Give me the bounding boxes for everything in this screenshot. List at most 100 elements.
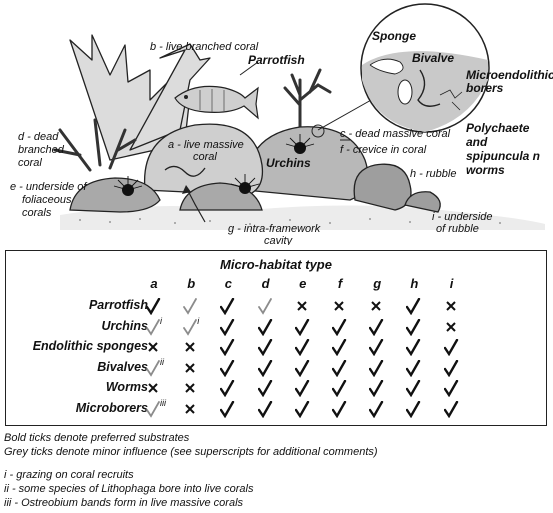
table-cell xyxy=(288,318,318,338)
label-poly4: worms xyxy=(466,163,505,177)
bold-tick-icon xyxy=(220,339,235,357)
bold-tick-icon xyxy=(443,401,458,418)
bold-tick-icon xyxy=(369,318,384,336)
row-label: Worms xyxy=(105,380,148,395)
bold-tick-icon xyxy=(257,359,272,377)
table-cell xyxy=(437,318,467,338)
cross-icon xyxy=(445,301,456,311)
urchin-icons xyxy=(113,134,315,196)
note-grey: Grey ticks denote minor influence (see s… xyxy=(4,446,378,458)
table-cell xyxy=(176,338,206,358)
table-cell xyxy=(362,359,392,379)
bold-tick-icon xyxy=(406,339,421,357)
table-cell xyxy=(213,338,243,358)
bold-tick-icon xyxy=(294,380,309,398)
label-h: h - rubble xyxy=(410,168,456,180)
table-cell xyxy=(437,379,467,399)
bold-tick-icon xyxy=(369,359,384,377)
bold-tick-icon xyxy=(294,339,309,357)
table-cell xyxy=(213,379,243,399)
label-poly2: and xyxy=(466,135,488,149)
cross-icon xyxy=(334,301,344,311)
bold-tick-icon xyxy=(146,298,161,315)
table-cell xyxy=(325,318,355,338)
table-cell xyxy=(399,359,429,379)
label-g2: cavity xyxy=(264,235,294,245)
bold-tick-icon xyxy=(369,380,384,398)
sand-substrate xyxy=(60,205,545,230)
table-cell xyxy=(251,318,281,338)
table-cell xyxy=(437,359,467,379)
bold-tick-icon xyxy=(294,318,309,336)
table-cell xyxy=(139,297,169,317)
bold-tick-icon xyxy=(257,318,272,336)
bold-tick-icon xyxy=(369,401,384,418)
note-ii: ii - some species of Lithophaga bore int… xyxy=(4,483,254,495)
superscript-note: iii xyxy=(160,398,166,408)
table-cell xyxy=(325,379,355,399)
cross-icon xyxy=(185,383,195,394)
bold-tick-icon xyxy=(294,359,309,377)
table-cell xyxy=(325,400,355,420)
label-a2: coral xyxy=(193,151,217,163)
table-cell xyxy=(288,297,318,317)
magnified-inset xyxy=(360,3,490,133)
table-cell xyxy=(176,359,206,379)
label-d3: coral xyxy=(18,157,42,169)
superscript-note: i xyxy=(197,315,200,326)
table-cell xyxy=(288,400,318,420)
table-cell xyxy=(362,318,392,338)
bold-tick-icon xyxy=(220,298,235,315)
table-cell xyxy=(399,338,429,358)
table-cell xyxy=(437,400,467,420)
table-cell xyxy=(399,379,429,399)
bold-tick-icon xyxy=(443,359,458,377)
cross-icon xyxy=(148,342,158,352)
table-cell xyxy=(139,338,169,358)
cross-icon xyxy=(371,301,381,311)
note-bold: Bold ticks denote preferred substrates xyxy=(4,432,190,444)
bold-tick-icon xyxy=(257,380,272,398)
label-a1: a - live massive xyxy=(168,139,244,151)
note-i: i - grazing on coral recruits xyxy=(4,469,134,481)
grey-tick-icon xyxy=(257,298,272,315)
table-cell xyxy=(362,297,392,317)
cross-icon xyxy=(148,383,158,394)
table-cell xyxy=(176,379,206,399)
column-header-h: h xyxy=(410,276,419,291)
table-cell xyxy=(399,400,429,420)
label-e1: e - underside of xyxy=(10,181,87,193)
table-cell xyxy=(213,318,243,338)
label-micro1: Microendolithic xyxy=(466,68,553,82)
cross-icon xyxy=(445,321,456,332)
row-label: Urchins xyxy=(101,318,148,333)
table-cell xyxy=(139,379,169,399)
bold-tick-icon xyxy=(220,401,235,418)
label-g1: g - intra-framework xyxy=(228,223,321,235)
table-cell: ii xyxy=(139,357,169,379)
bold-tick-icon xyxy=(369,339,384,357)
column-header-f: f xyxy=(337,276,343,291)
bold-tick-icon xyxy=(332,380,347,398)
label-parrotfish: Parrotfish xyxy=(248,53,305,67)
bold-tick-icon xyxy=(257,339,272,357)
table-cell xyxy=(362,379,392,399)
label-i2: of rubble xyxy=(436,223,479,235)
column-header-c: c xyxy=(224,276,232,291)
label-e3: corals xyxy=(22,207,52,219)
cross-icon xyxy=(185,363,195,373)
bold-tick-icon xyxy=(406,380,421,398)
dead-branched-coral xyxy=(53,118,137,172)
table-cell xyxy=(251,359,281,379)
rubble xyxy=(353,163,412,211)
row-label: Endolithic sponges xyxy=(32,339,148,354)
bold-tick-icon xyxy=(332,318,347,336)
bold-tick-icon xyxy=(332,359,347,377)
column-header-e: e xyxy=(299,276,307,291)
table-cell: i xyxy=(176,315,206,338)
note-iii: iii - Ostreobium bands form in live mass… xyxy=(4,497,244,509)
label-d1: d - dead xyxy=(18,131,59,143)
bold-tick-icon xyxy=(406,298,421,315)
bold-tick-icon xyxy=(443,339,458,357)
grey-tick-icon xyxy=(146,359,160,377)
